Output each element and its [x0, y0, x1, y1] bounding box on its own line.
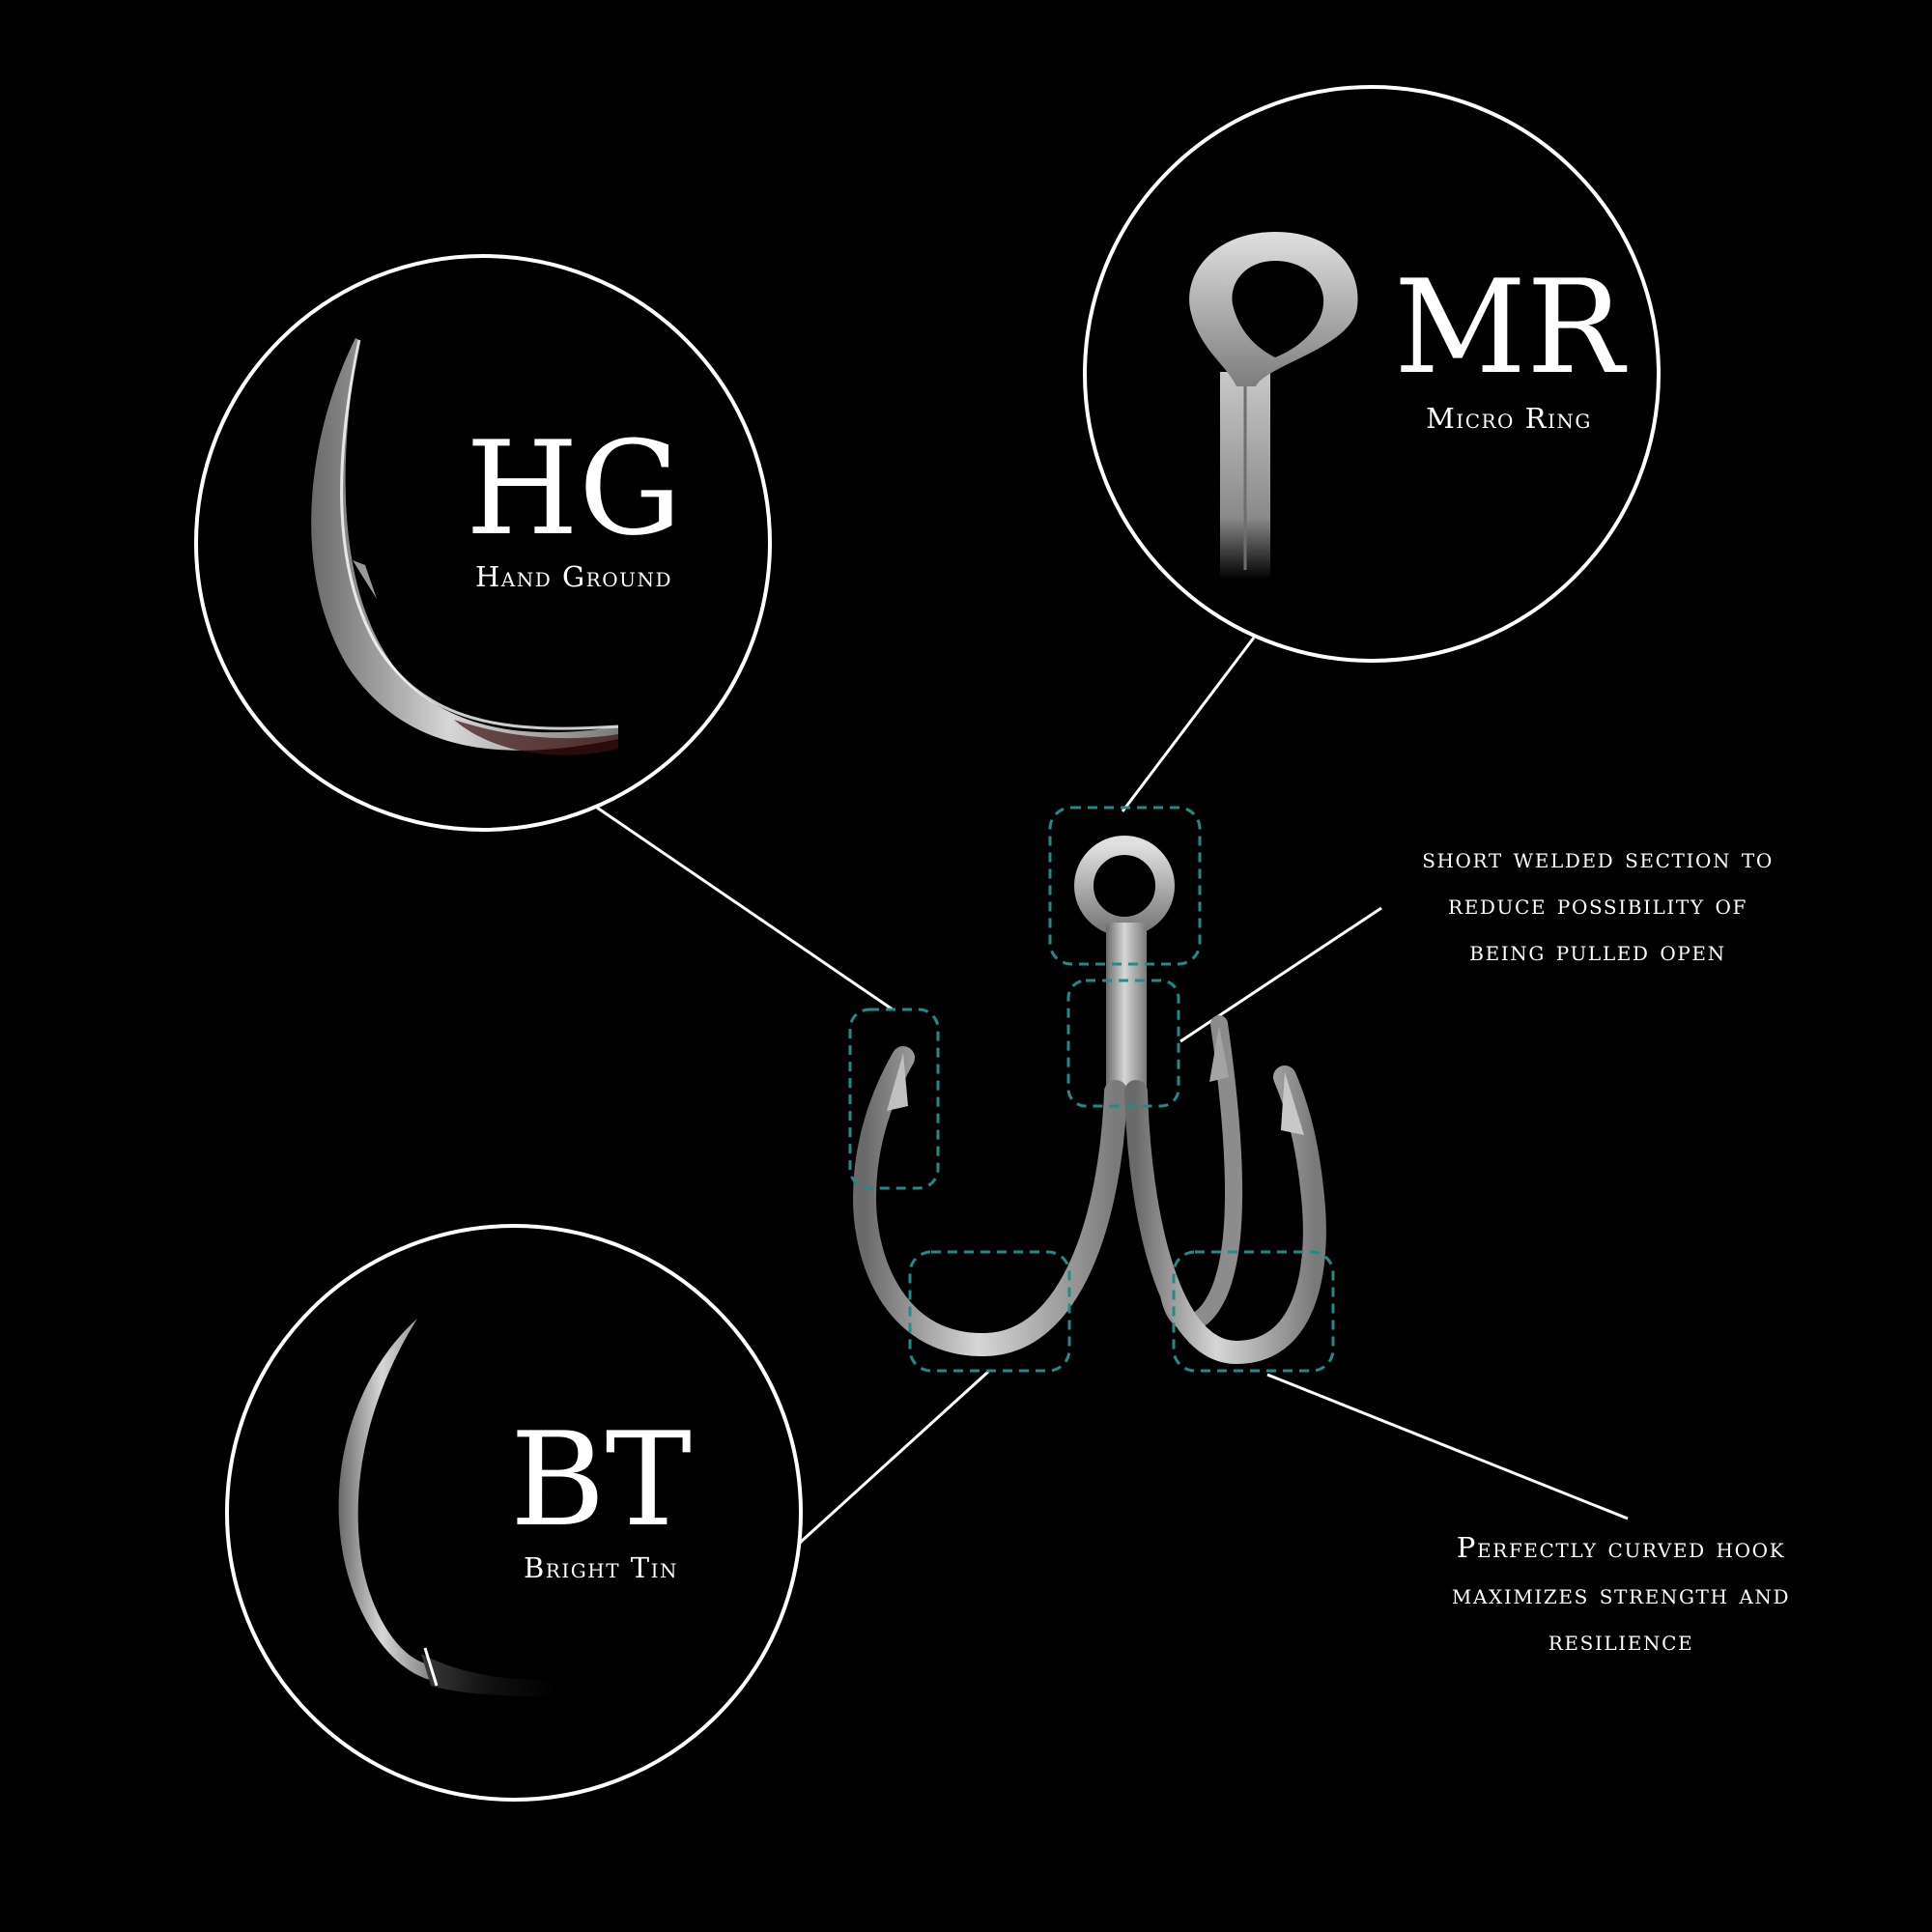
highlight-box-weld	[1066, 979, 1180, 1108]
connector-line-curved	[1266, 1373, 1629, 1520]
micro-ring-eye-icon	[1189, 232, 1358, 580]
callout-welded-line-2: reduce possibility of	[1448, 888, 1747, 921]
bright-tin-hook-icon	[338, 1319, 555, 1696]
callout-curved-line-3: resilience	[1548, 1624, 1694, 1657]
feature-name-hg: Hand Ground	[475, 560, 672, 593]
highlight-box-ring	[1048, 806, 1202, 966]
feature-code-bt: BT	[510, 1405, 692, 1555]
treble-hook-illustration	[852, 836, 1326, 1365]
feature-name-bt: Bright Tin	[524, 1551, 678, 1584]
connector-line-bt	[798, 1370, 990, 1545]
connector-line-hg	[596, 806, 894, 1011]
callout-curved-line-2: maximizes strength and	[1451, 1577, 1791, 1610]
hand-ground-hook-icon	[311, 338, 619, 755]
callout-welded-line-1: short welded section to	[1422, 841, 1774, 874]
feature-code-hg: HG	[466, 413, 682, 564]
feature-circle-bt: BT Bright Tin	[225, 1224, 803, 1802]
feature-circle-mr: MR Micro Ring	[1083, 85, 1661, 663]
callout-curved-line-1: Perfectly curved hook	[1456, 1531, 1786, 1564]
connector-line-mr	[1121, 637, 1256, 812]
highlight-box-bend-left	[908, 1250, 1071, 1373]
highlight-box-bend-right	[1172, 1250, 1335, 1373]
highlight-box-point	[848, 1008, 940, 1190]
feature-code-mr: MR	[1394, 252, 1628, 403]
feature-name-mr: Micro Ring	[1426, 402, 1592, 435]
callout-welded-line-3: being pulled open	[1469, 934, 1726, 967]
feature-circle-hg: HG Hand Ground	[194, 254, 772, 832]
